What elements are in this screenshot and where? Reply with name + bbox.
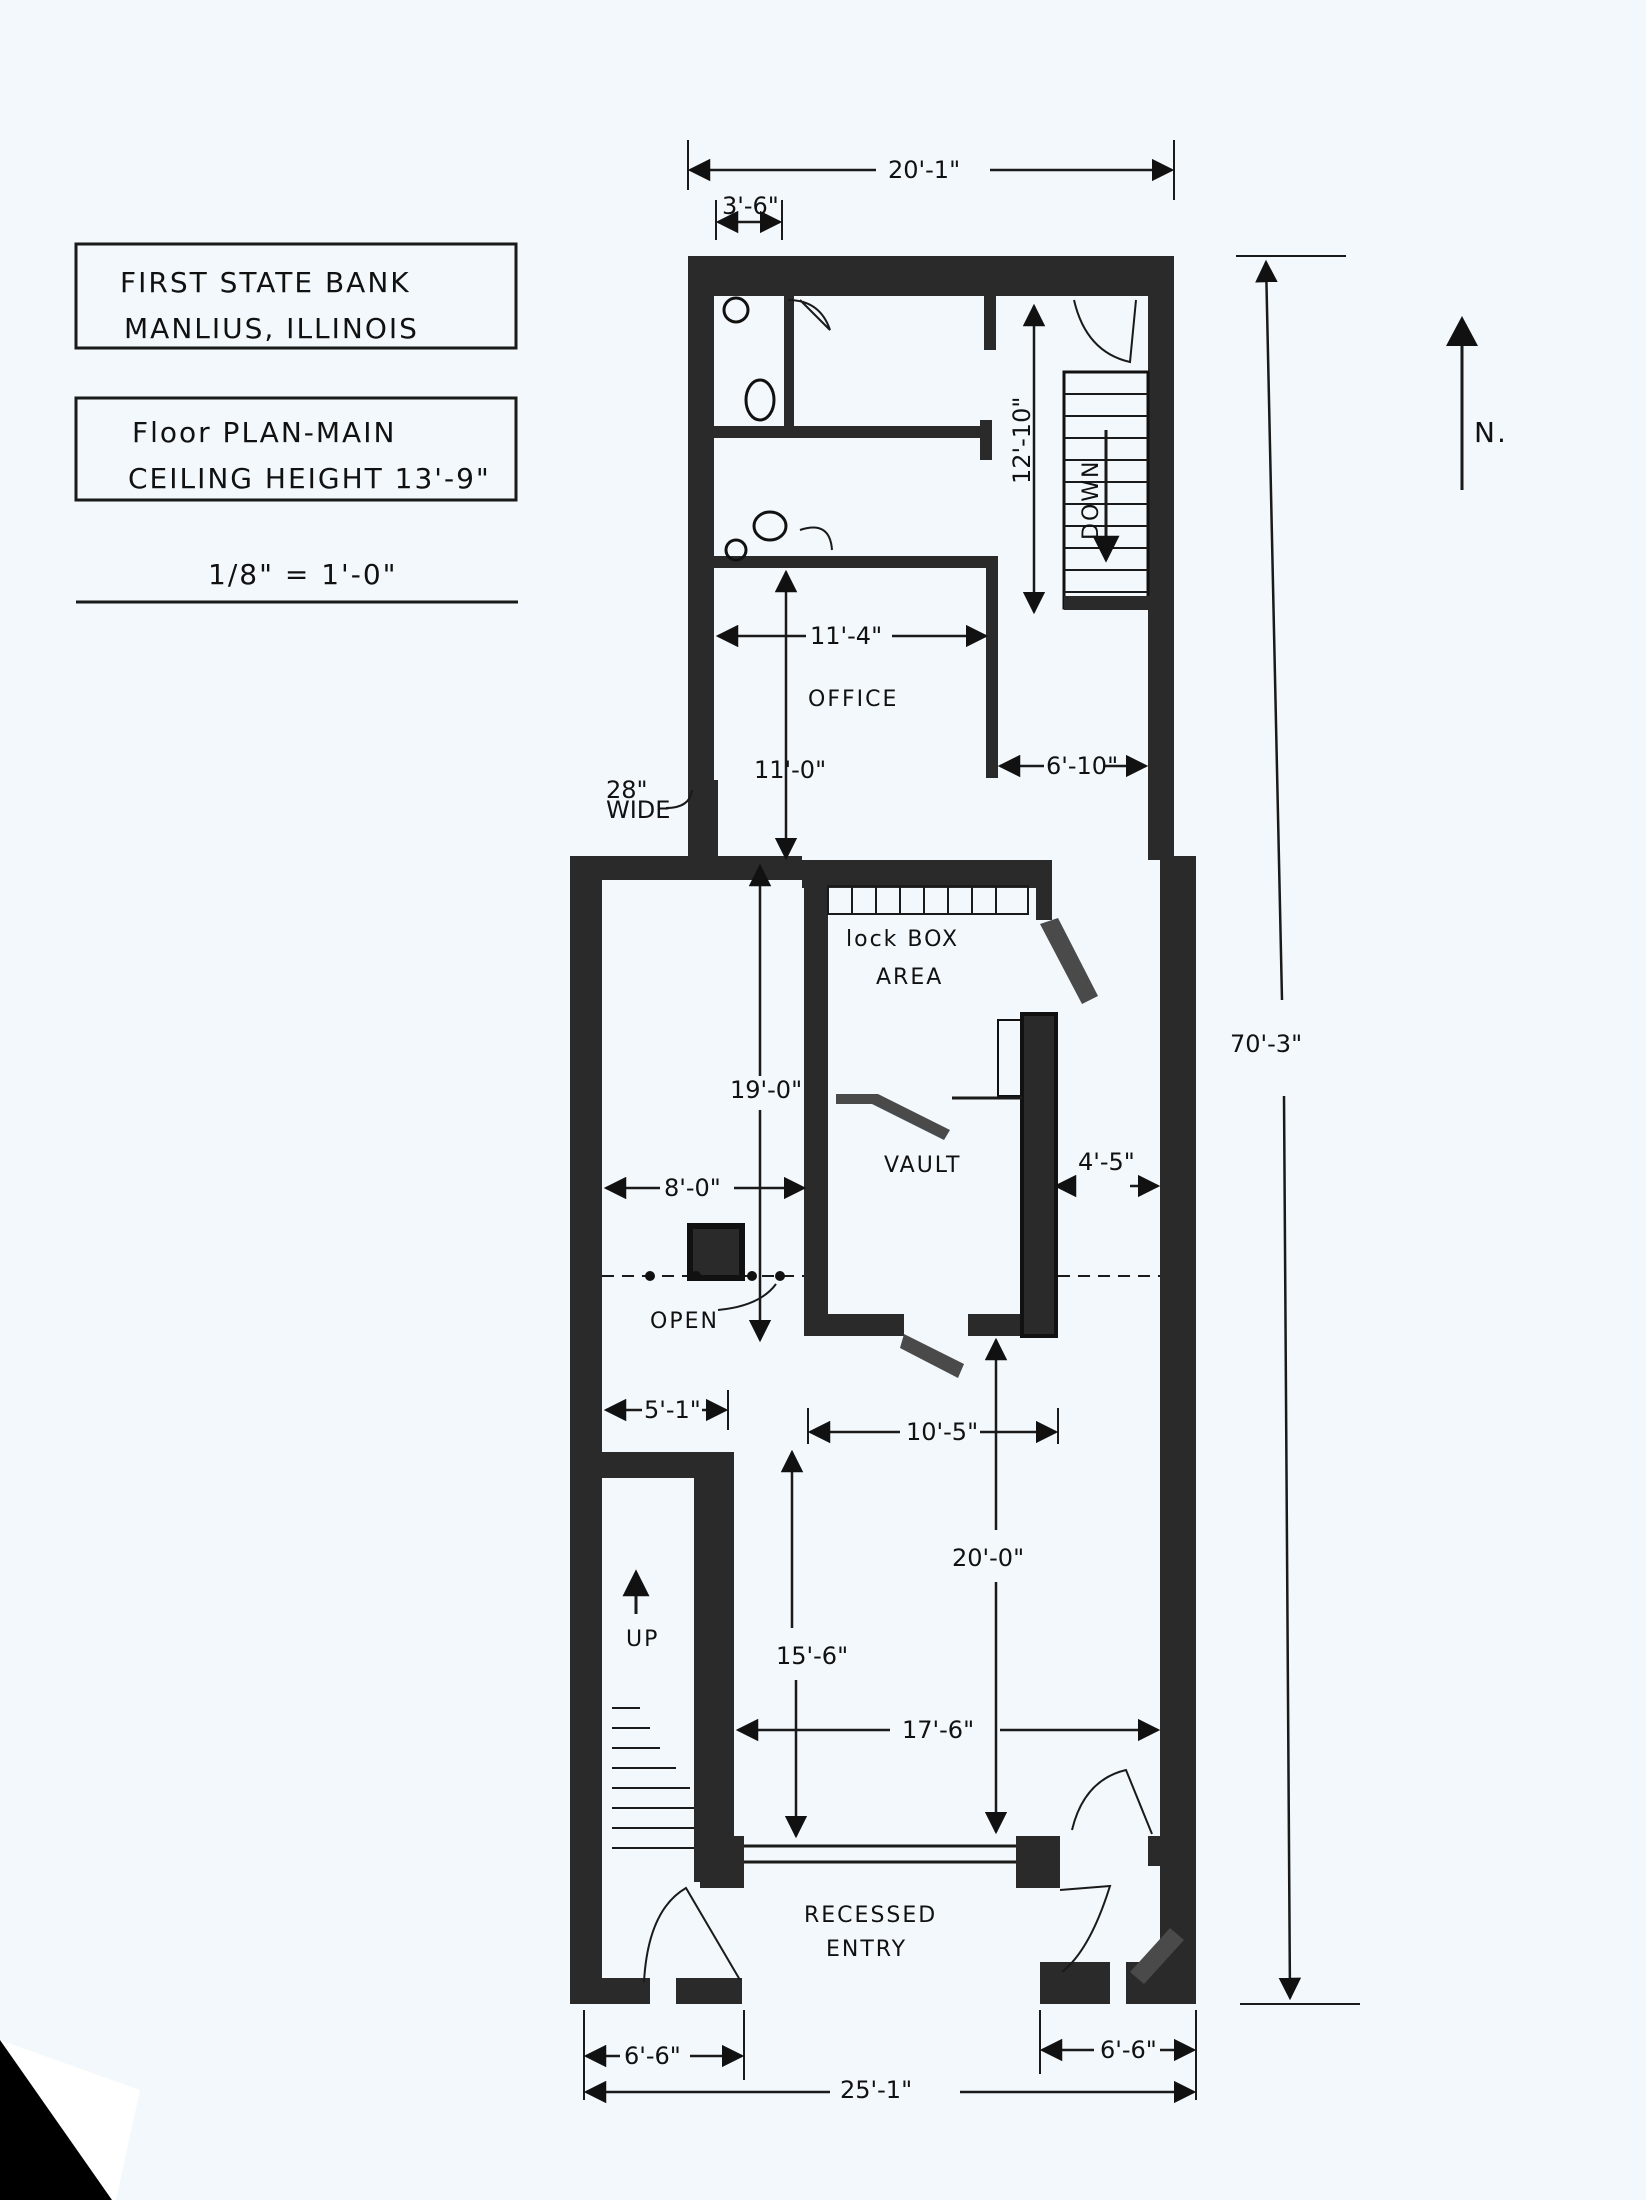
toilet-icon: [744, 378, 776, 422]
dim-stair-width: 5'-1": [644, 1396, 701, 1424]
door-swing-icon: [787, 299, 831, 331]
dim-vault-front: 10'-5": [906, 1418, 978, 1446]
room-office: OFFICE: [808, 687, 898, 712]
open-leader: [717, 1283, 777, 1311]
toilet-icon: [752, 510, 788, 542]
label-recessed: RECESSED: [804, 1903, 937, 1928]
title-box-plan: [74, 396, 518, 502]
dim-lobby-width: 17'-6": [902, 1716, 974, 1744]
walls: [570, 256, 1196, 2004]
door-swing-icon: [1059, 1884, 1112, 1973]
dim-bottom-total: 25'-1": [840, 2076, 912, 2104]
title-box-name: [74, 242, 518, 350]
dimensions: 20'-1" 3'-6" 11'-4" 11'-0" 6'-10" 28" WI…: [583, 140, 1360, 2104]
north-label: N.: [1474, 416, 1508, 449]
dim-office-depth: 11'-0": [754, 756, 826, 784]
dim-stair-top: 12'-10": [1008, 397, 1036, 484]
up-stair: UP: [602, 1452, 734, 1882]
stair-up-label: UP: [626, 1627, 659, 1652]
room-vault: VAULT: [884, 1153, 961, 1178]
door-swing-icon: [799, 526, 833, 551]
stair-down-label: DOWN: [1079, 460, 1104, 540]
door-swing-icon: [643, 1886, 741, 1983]
door-swing-icon: [1071, 1768, 1153, 1835]
scan-shadow: [0, 2040, 112, 2200]
dim-bottom-left: 6'-6": [624, 2042, 681, 2070]
dim-lobby-depth: 20'-0": [952, 1544, 1024, 1572]
down-stair: DOWN 12'-10": [1008, 303, 1154, 615]
dim-top-width: 20'-1": [888, 156, 960, 184]
label-entry: ENTRY: [826, 1937, 907, 1962]
ceiling-height: CEILING HEIGHT 13'-9": [128, 462, 491, 495]
dim-vault-aisle: 4'-5": [1078, 1148, 1135, 1176]
recessed-entry: RECESSED ENTRY: [643, 1768, 1184, 1984]
dim-overall-depth: 70'-3": [1230, 1030, 1302, 1058]
scale-note: 1/8" = 1'-0": [208, 558, 398, 591]
north-arrow: N.: [1446, 316, 1508, 490]
bank-name: FIRST STATE BANK: [120, 266, 411, 299]
dim-office-width: 11'-4": [810, 622, 882, 650]
dim-side-aisle: 6'-10": [1046, 752, 1118, 780]
title-block: FIRST STATE BANK MANLIUS, ILLINOIS Floor…: [74, 242, 518, 604]
left-room: OPEN: [602, 1223, 1160, 1334]
dim-top-small: 3'-6": [722, 192, 779, 220]
plan-title: Floor PLAN-MAIN: [132, 416, 396, 449]
dim-room-width: 8'-0": [664, 1174, 721, 1202]
room-lockbox-line2: AREA: [876, 965, 943, 990]
vault-area: lock BOX AREA VAULT: [804, 860, 1098, 1378]
sink-icon: [722, 296, 750, 324]
door-swing-icon: [1073, 299, 1137, 364]
room-lockbox-line1: lock BOX: [846, 927, 959, 952]
north-arrow-icon: [1446, 316, 1478, 346]
bank-location: MANLIUS, ILLINOIS: [124, 312, 419, 345]
rear-rooms: OFFICE: [688, 272, 1137, 860]
dim-door-wide: WIDE: [606, 796, 670, 824]
dim-lobby-inner: 15'-6": [776, 1642, 848, 1670]
dim-bottom-right: 6'-6": [1100, 2036, 1157, 2064]
dim-room-depth: 19'-0": [730, 1076, 802, 1104]
dim-door-width: 28": [606, 776, 648, 804]
sink-icon: [724, 538, 748, 562]
label-open: OPEN: [650, 1309, 719, 1334]
